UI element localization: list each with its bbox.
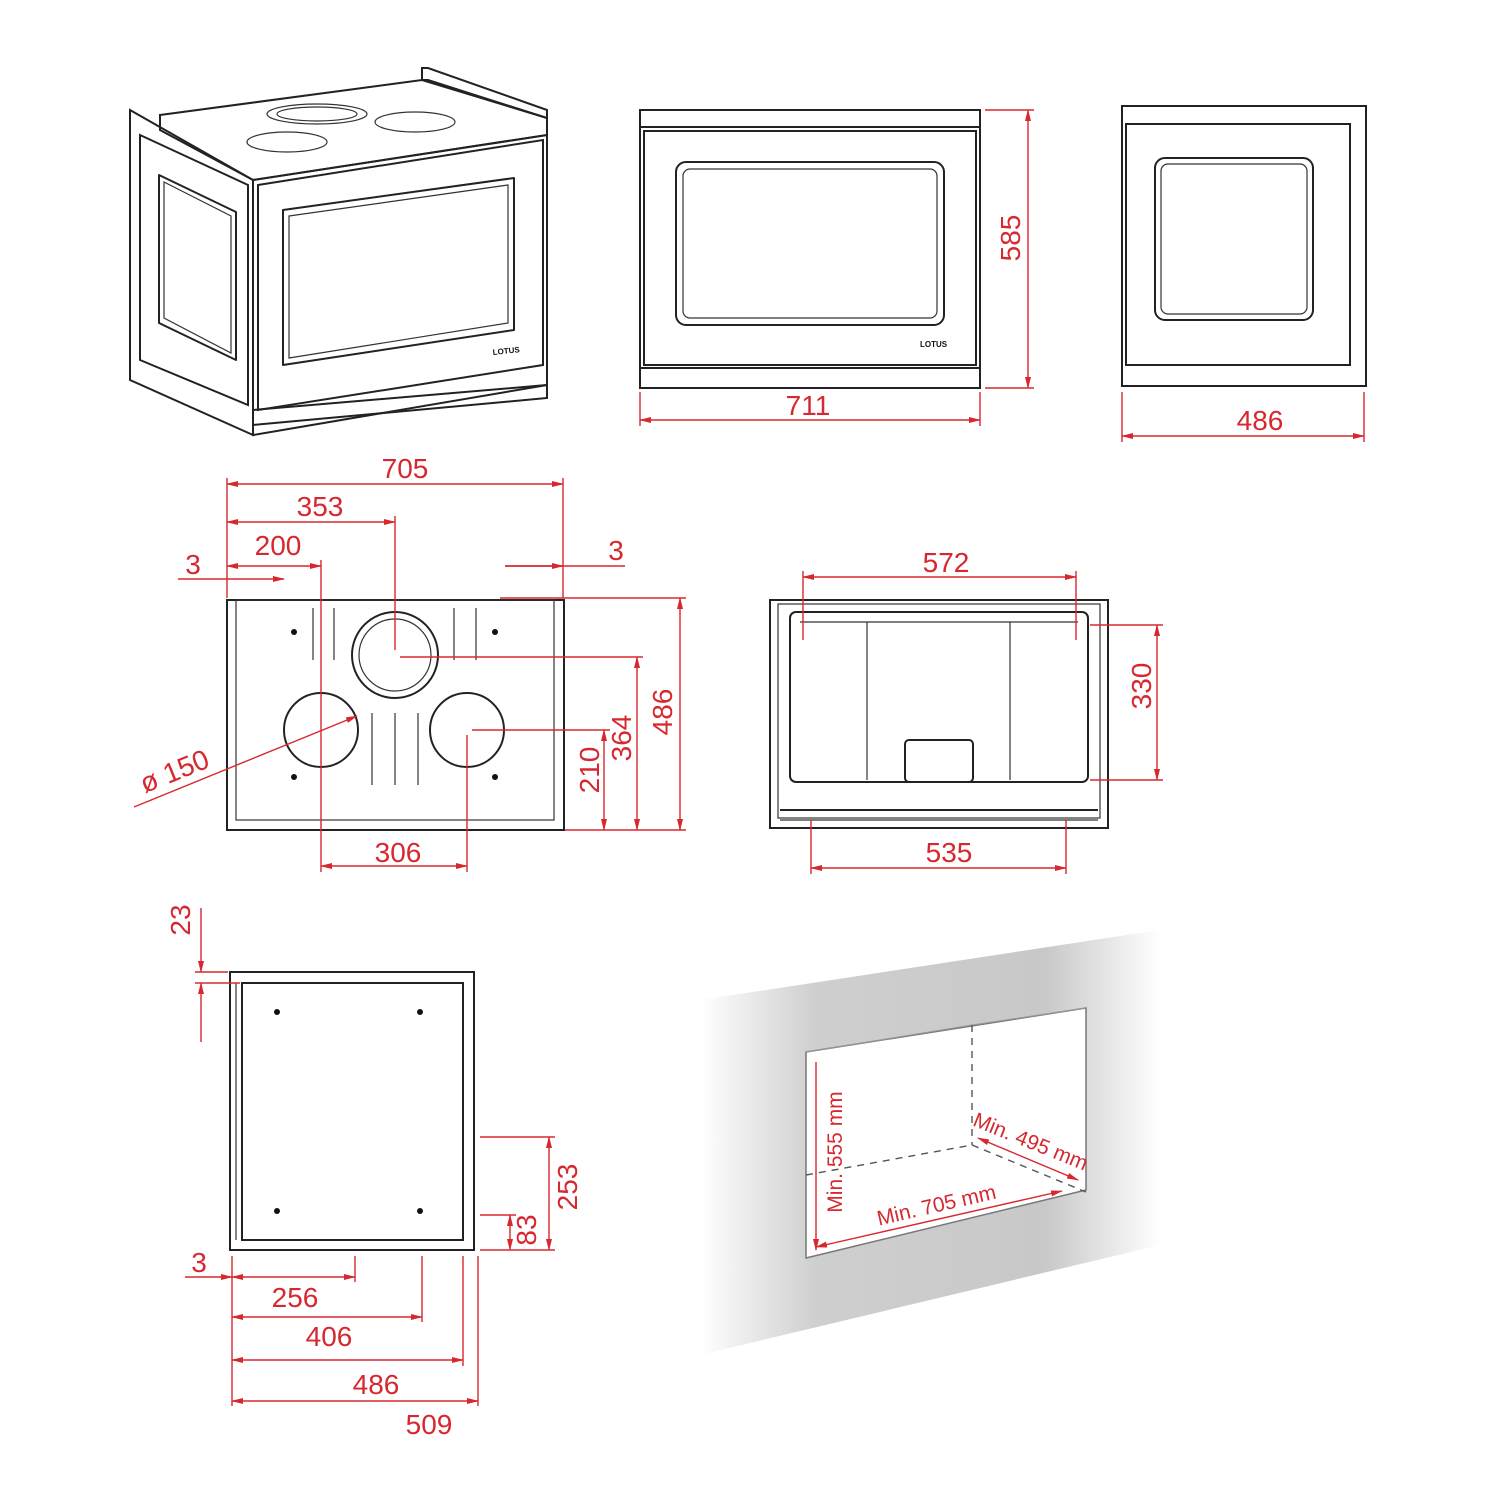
dim-509: 509: [406, 1409, 453, 1440]
dim-width-705: 705: [382, 453, 429, 484]
dim-572: 572: [923, 547, 970, 578]
dim-306: 306: [375, 837, 422, 868]
dim-3-left: 3: [185, 549, 201, 580]
dim-3: 3: [191, 1247, 207, 1278]
dim-406: 406: [306, 1321, 353, 1352]
brand-logo: LOTUS: [492, 345, 521, 357]
dim-330: 330: [1126, 663, 1157, 710]
side-view: 486: [1121, 105, 1367, 442]
dim-256: 256: [272, 1282, 319, 1313]
side-bottom-view: 23 253 83 3 256 406 486 509: [165, 904, 583, 1440]
min-height-label: Min. 555 mm: [824, 1091, 847, 1212]
dim-width: 711: [786, 390, 831, 421]
dim-364: 364: [606, 715, 637, 762]
isometric-view: LOTUS: [129, 67, 548, 437]
dim-486: 486: [647, 689, 678, 736]
dim-height: 585: [995, 215, 1026, 262]
dim-486-bottom: 486: [353, 1369, 400, 1400]
front-view: LOTUS 585 711: [639, 109, 1034, 426]
dim-210: 210: [574, 747, 605, 794]
dim-23: 23: [165, 904, 196, 935]
top-view: 705 353 200 3 3 486 364 210 306 ø 150: [133, 453, 686, 872]
dim-83: 83: [511, 1214, 542, 1245]
dim-depth: 486: [1237, 405, 1284, 436]
wall-opening-diagram: Min. 555 mm Min. 705 mm Min. 495 mm: [700, 930, 1160, 1355]
dim-253: 253: [552, 1164, 583, 1211]
dim-353: 353: [297, 491, 344, 522]
dim-200: 200: [255, 530, 302, 561]
dim-3-right: 3: [608, 535, 624, 566]
rear-view: 572 330 535: [769, 547, 1163, 874]
dim-535: 535: [926, 837, 973, 868]
brand-logo: LOTUS: [920, 340, 948, 349]
